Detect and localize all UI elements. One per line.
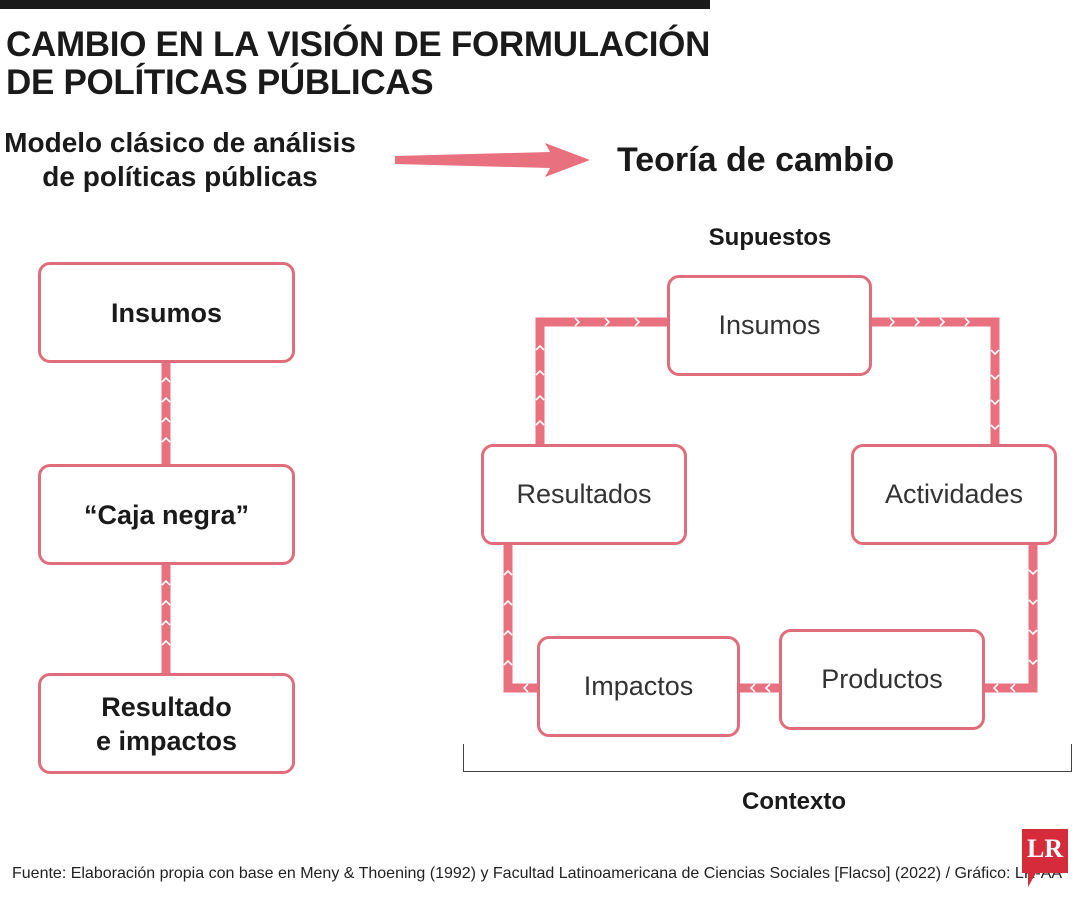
lr-logo-text: LR [1026,834,1064,863]
classic-connector-chevrons [161,376,171,646]
lr-logo-shape [1022,829,1068,887]
cycle-node-insumos: Insumos [667,275,872,376]
cycle-connector-actividades-productos [985,545,1038,693]
top-rule [0,0,710,9]
cycle-connector-resultados-insumos [535,317,667,444]
theory-of-change-heading: Teoría de cambio [617,141,895,179]
cycle-node-impactos-label: Impactos [583,671,694,701]
cycle-node-impactos: Impactos [537,636,740,737]
classic-node-insumos: Insumos [38,262,295,363]
title-line-1: CAMBIO EN LA VISIÓN DE FORMULACIÓN [6,25,711,64]
title-line-2: DE POLÍTICAS PÚBLICAS [6,63,434,102]
classic-model-heading: Modelo clásico de análisis de políticas … [0,126,360,194]
lr-logo: LR [1022,829,1068,887]
classic-model-heading-line-2: de políticas públicas [42,161,318,192]
cycle-connector-chevrons [503,317,1038,693]
cycle-node-insumos-label: Insumos [718,310,821,340]
source-note: Fuente: Elaboración propia con base en M… [12,865,1063,882]
cycle-connector-insumos-actividades [872,317,1000,444]
page-title: CAMBIO EN LA VISIÓN DE FORMULACIÓN DE PO… [6,26,710,102]
cycle-node-actividades: Actividades [851,444,1057,545]
cycle-node-productos: Productos [779,629,985,730]
cycle-connector-impactos-resultados [503,545,537,693]
classic-node-caja-negra-label: “Caja negra” [83,499,250,530]
supuestos-label: Supuestos [708,224,832,251]
classic-node-caja-negra: “Caja negra” [38,464,295,565]
transition-arrow-icon [395,143,590,177]
cycle-node-resultados: Resultados [481,444,687,545]
classic-node-resultado-line-1: Resultado [101,691,232,722]
classic-node-resultado-impactos: Resultado e impactos [38,673,295,774]
cycle-node-resultados-label: Resultados [516,479,652,509]
classic-node-resultado-line-2: e impactos [95,725,238,756]
classic-node-insumos-label: Insumos [110,297,223,328]
cycle-node-productos-label: Productos [821,664,943,694]
classic-model-heading-line-1: Modelo clásico de análisis [4,127,356,158]
cycle-node-actividades-label: Actividades [884,479,1024,509]
context-bracket [463,744,1072,772]
contexto-label: Contexto [742,788,846,815]
